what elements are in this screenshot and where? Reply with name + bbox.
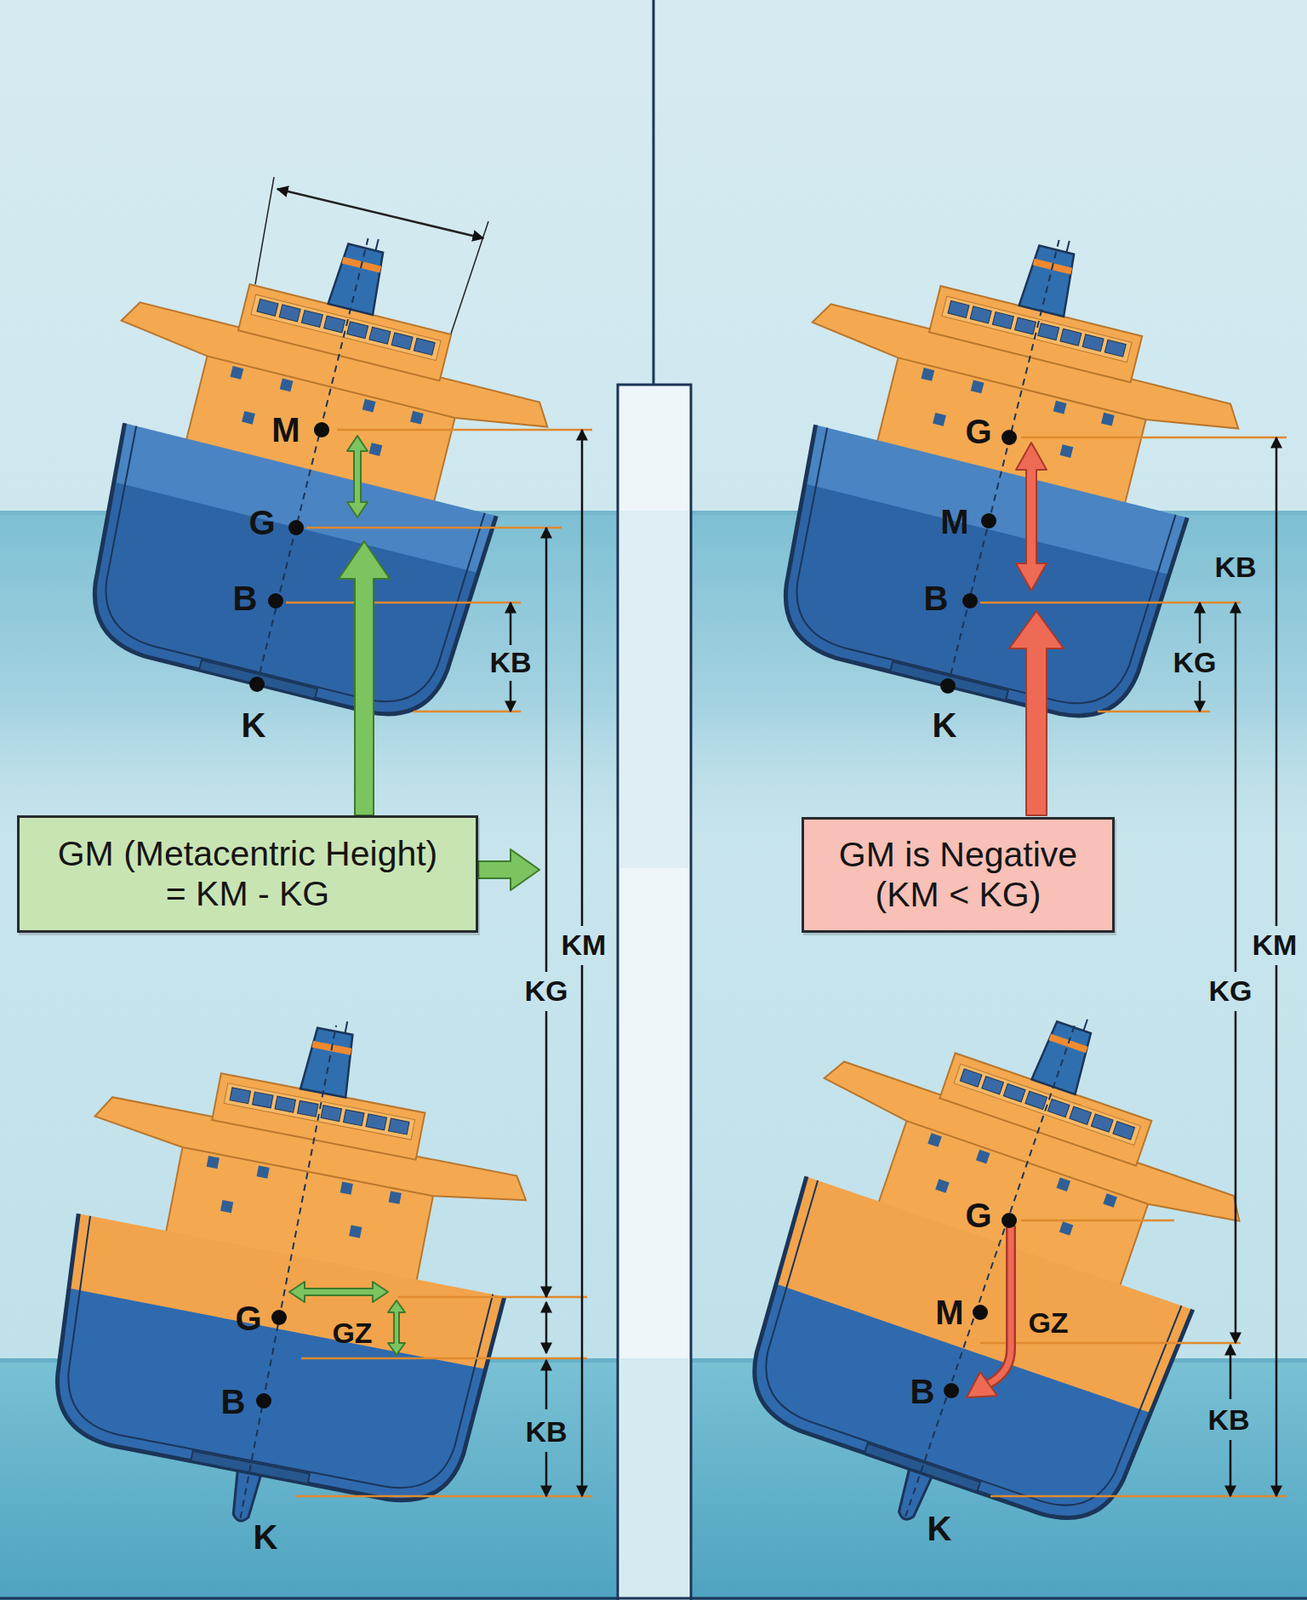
- hull-inner-line: [776, 428, 1176, 719]
- callout-box: GM is Negative (KM < KG): [801, 816, 1115, 933]
- ship: [39, 182, 583, 746]
- dimension-label: GZ: [331, 1318, 372, 1347]
- dimension-label: GZ: [1027, 1307, 1068, 1337]
- callout-text: GM is Negative (KM < KG): [821, 834, 1095, 915]
- point-label: K: [927, 1511, 953, 1546]
- point-label: G: [234, 1301, 262, 1336]
- dimension-label: KG: [1209, 975, 1253, 1005]
- point-label: G: [248, 505, 275, 540]
- dimension-label: KB: [1214, 552, 1256, 582]
- keel-fin: [893, 1467, 932, 1523]
- point-label: B: [910, 1374, 936, 1409]
- point-label: M: [935, 1295, 964, 1330]
- point-label: M: [940, 504, 969, 539]
- point-label: K: [241, 707, 267, 742]
- dimension-label: KG: [525, 975, 569, 1005]
- hull-underwater: [699, 1272, 1182, 1560]
- ship: [687, 941, 1296, 1594]
- frame-line: [0, 1597, 1307, 1600]
- point-label: B: [924, 581, 949, 616]
- ship: [730, 184, 1274, 748]
- divider-pillar: [617, 384, 691, 1600]
- keel-plate: [890, 661, 1009, 701]
- keel-fin: [228, 1469, 262, 1523]
- point-label: K: [932, 707, 958, 742]
- ship: [5, 974, 571, 1567]
- centerline: [240, 1025, 337, 1519]
- centerline: [256, 238, 369, 685]
- hull-inner-line: [742, 1180, 1182, 1524]
- keel-plate: [199, 659, 318, 699]
- point-label: B: [233, 581, 258, 616]
- dimension-label: KM: [1252, 930, 1298, 959]
- divider-line: [652, 0, 656, 385]
- point-label: B: [221, 1384, 246, 1419]
- point-label: G: [964, 414, 992, 449]
- dimension-label: KB: [1207, 1404, 1250, 1434]
- dimension-label: KB: [525, 1416, 567, 1446]
- pillar-tint: [620, 510, 689, 868]
- point-label: M: [271, 412, 300, 447]
- point-label: K: [253, 1519, 279, 1554]
- dimension-label: KM: [561, 930, 607, 959]
- callout-box: GM (Metacentric Height) = KM - KG: [17, 815, 479, 933]
- centerline: [905, 1021, 1076, 1517]
- dimension-label: KB: [489, 647, 531, 677]
- beam-dimension: [255, 176, 489, 334]
- reference-lines: [285, 429, 1287, 1496]
- dimension-label: KG: [1173, 647, 1217, 677]
- pillar-tint: [620, 1358, 689, 1600]
- hull-inner-line: [85, 426, 486, 717]
- point-label: G: [964, 1198, 992, 1233]
- callout-text: GM (Metacentric Height) = KM - KG: [49, 833, 446, 914]
- dimension-brackets: [510, 429, 1277, 1496]
